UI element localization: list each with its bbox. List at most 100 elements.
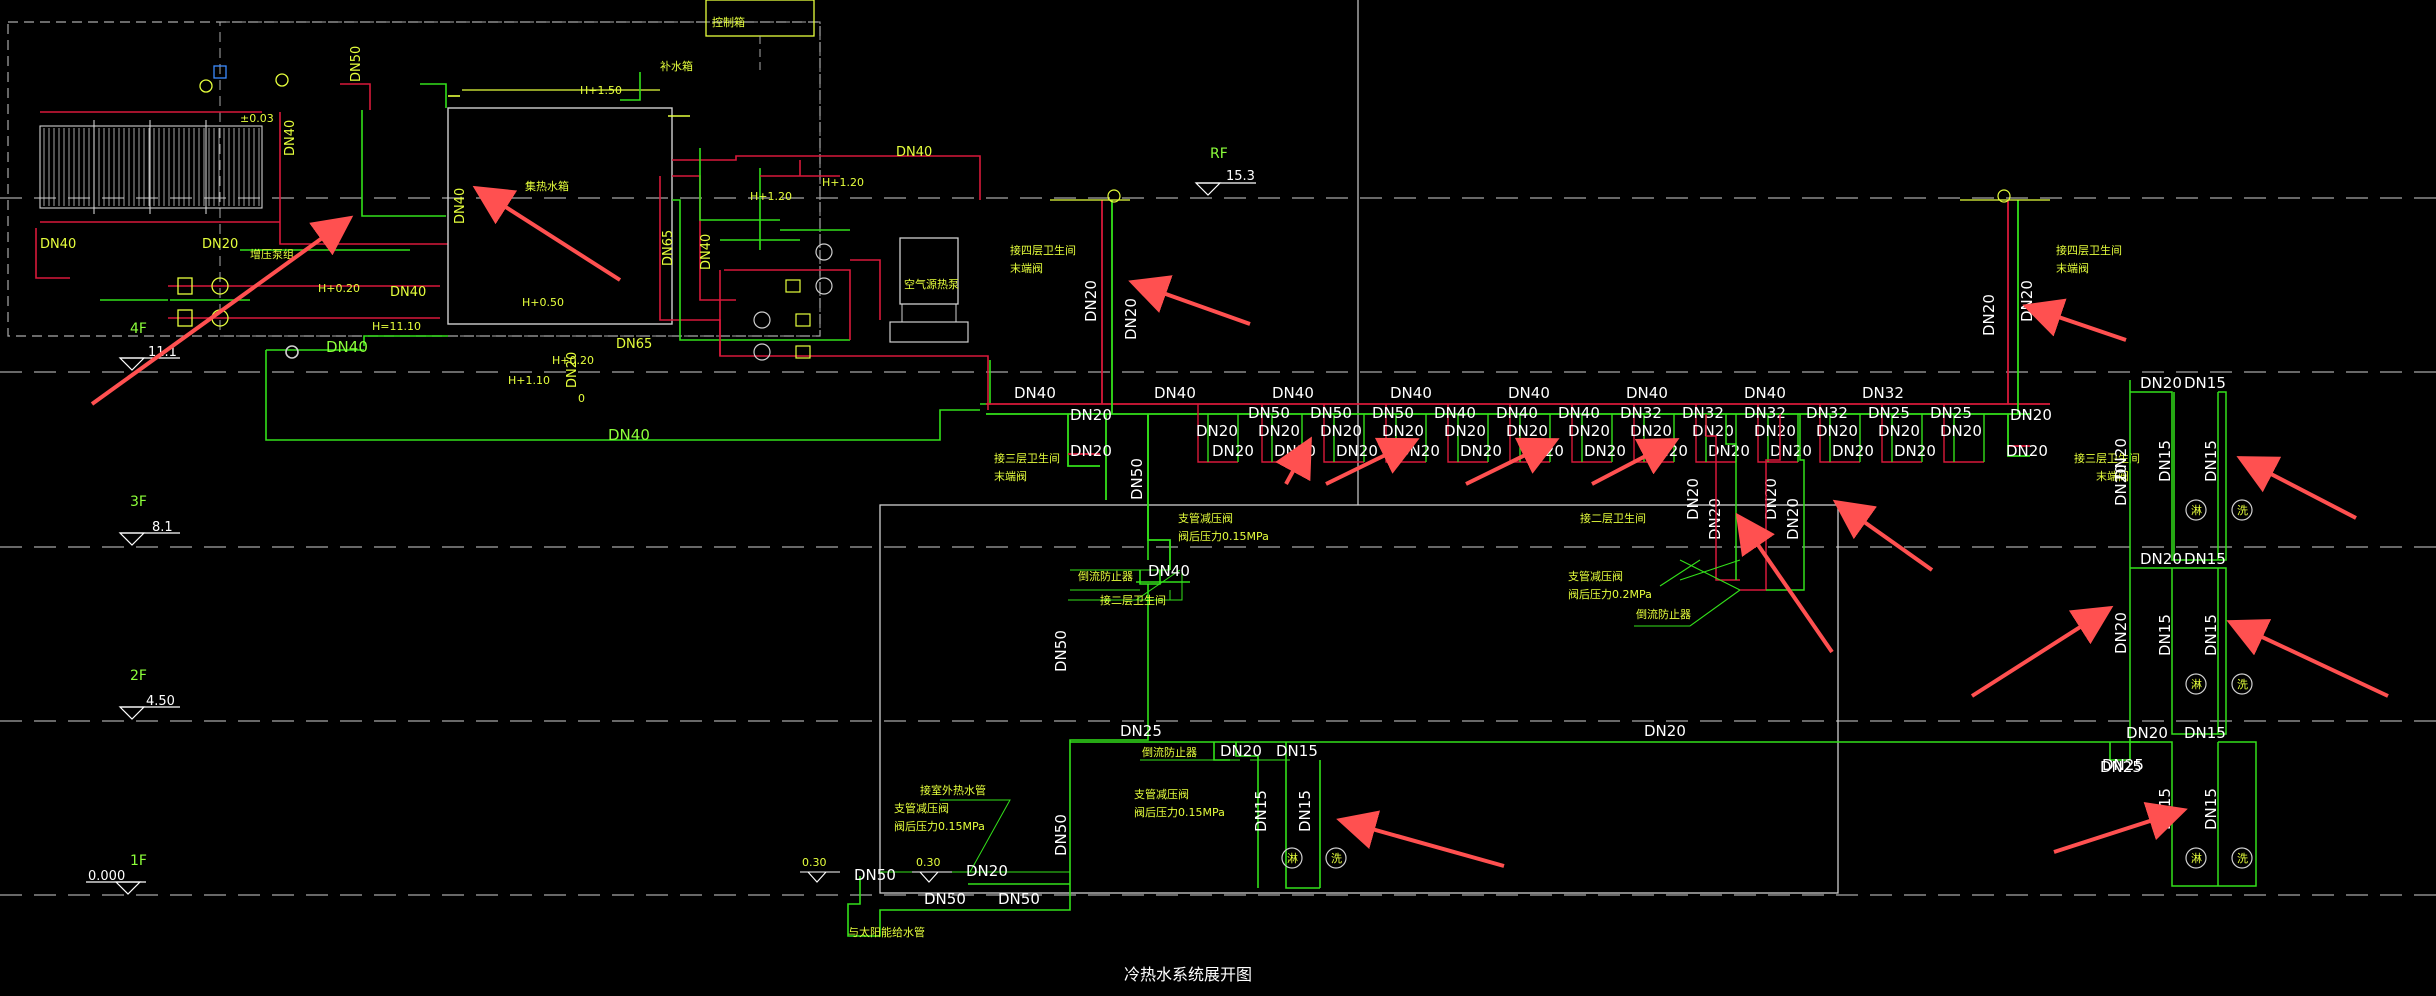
main-top-pipe-size-label: DN32 xyxy=(1862,384,1904,402)
branch-drop-hot xyxy=(1757,404,1798,463)
riser-dn25-1fc: DN25 xyxy=(1120,722,1162,740)
dn50-riser-group: DN50 DN40 支管减压阀 阀后压力0.15MPa 倒流防止器 接二层卫生间… xyxy=(1052,414,1269,900)
fixture-shower-2f: 淋 xyxy=(2191,678,2202,691)
level-elev-rf: 15.3 xyxy=(1226,169,1255,184)
pipe-dn65-b: DN65 xyxy=(661,230,676,266)
note-n1-bottom-0: 与太阳能给水管 xyxy=(848,925,925,939)
branch-drop-hot xyxy=(1943,404,1984,463)
fixture-basin-1f-mid: 洗 xyxy=(1331,852,1342,865)
note-n2-group-3: 接二层卫生间 xyxy=(1100,593,1166,607)
solar-water-tank: 集热水箱 xyxy=(447,89,673,325)
air-source-heat-pump: 空气源热泵 xyxy=(889,237,969,343)
main-pipe-size-label: DN40 xyxy=(1558,404,1600,422)
level-marker-1f: 1F 0.000 xyxy=(86,853,147,895)
level-elev-3f: 8.1 xyxy=(152,520,173,535)
riser-r3-left-b: DN20 xyxy=(1070,442,1112,460)
branch-pipe-size-label: DN20 xyxy=(1630,422,1672,440)
main-pipe-size-label: DN32 xyxy=(1620,404,1662,422)
branch-pipe-size-label: DN20 xyxy=(1816,422,1858,440)
fixture-symbols xyxy=(1281,499,2253,869)
pipe-dn40-v2: DN40 xyxy=(453,188,468,224)
lower-floors-frame xyxy=(879,504,1839,894)
branch-pipe-size-label-low: DN20 xyxy=(1212,442,1254,460)
main-pipe-size-label: DN50 xyxy=(1310,404,1352,422)
fixture-shower-1f: 淋 xyxy=(2191,852,2202,865)
riser-dn15-1fv1: DN15 xyxy=(1252,790,1270,832)
riser-r3-mid-c: DN20 xyxy=(1762,478,1780,520)
riser-dn25-1f: DN25 xyxy=(2100,758,2142,776)
basin-fixture-icon xyxy=(2231,499,2253,521)
fixture-shower-1f-mid: 淋 xyxy=(1287,852,1298,865)
level-name-2f: 2F xyxy=(130,668,147,684)
riser-r3-mid-a: DN20 xyxy=(1684,478,1702,520)
height-h050: H+0.50 xyxy=(522,296,564,309)
riser-r4-right-a: DN20 xyxy=(1980,294,1998,336)
note-n1-left-0: 接室外热水管 xyxy=(920,783,986,797)
level-name-1f: 1F xyxy=(130,853,147,869)
riser-dn50-3: DN50 xyxy=(1052,814,1070,856)
main-distribution xyxy=(986,200,2050,570)
height-annotations: H+1.50 H+1.20 H+1.20 H+0.20 H+0.50 H+1.1… xyxy=(240,84,941,869)
riser-dn50: DN50 xyxy=(1128,458,1146,500)
riser-dn50-1fa: DN50 xyxy=(854,866,896,884)
booster-label: 增压泵组 xyxy=(250,247,294,261)
pipe-dn40-c: DN40 xyxy=(1014,384,1056,402)
branch-drop-hot xyxy=(1819,404,1860,463)
note-n1-group-2: 阀后压力0.15MPa xyxy=(1134,805,1225,819)
level-marker-2f: 2F 4.50 xyxy=(118,668,180,720)
riser-r4-right-b: DN20 xyxy=(2018,280,2036,322)
note-n3-right-1: 末端阀 xyxy=(2096,469,2129,483)
main-top-pipe-size-label: DN40 xyxy=(1508,384,1550,402)
note-n2-right-1: 支管减压阀 xyxy=(1568,569,1623,583)
riser-dn20-right-b: DN20 xyxy=(2112,612,2130,654)
note-n2-group-0: 支管减压阀 xyxy=(1178,511,1233,525)
riser-dn15-f: DN15 xyxy=(2156,614,2174,656)
riser-r4-left-a: DN20 xyxy=(1082,280,1100,322)
branch-pipe-size-label-low: DN20 xyxy=(1336,442,1378,460)
riser-labels-4f: DN20 DN20 DN20 DN20 接四层卫生间 末端阀 接四层卫生间 末端… xyxy=(1010,189,2122,340)
riser-r3-left-a: DN20 xyxy=(1070,406,1112,424)
riser-dn15-b: DN15 xyxy=(2184,550,2226,568)
fixture-basin-1f: 洗 xyxy=(2237,852,2248,865)
pipe-dn40-b: DN40 xyxy=(896,145,932,160)
branch-pipe-size-label: DN20 xyxy=(1258,422,1300,440)
shower-fixture-icon xyxy=(1281,847,1303,869)
pipe-dn20-left: DN20 xyxy=(202,237,238,252)
note-n3-right-0: 接三层卫生间 xyxy=(2074,451,2140,465)
pipe-dn40-v3: DN40 xyxy=(699,234,714,270)
branch-pipe-size-label: DN20 xyxy=(1940,422,1982,440)
riser-dn20-1fm: DN20 xyxy=(1220,742,1262,760)
right-fixture-column: 淋 洗 淋 洗 淋 洗 淋 洗 DN20 DN15 DN20 DN15 DN20… xyxy=(1281,374,2257,887)
riser-dn15-i: DN15 xyxy=(2202,788,2220,830)
branch-drop-hot xyxy=(1197,404,1238,463)
main-pipe-size-label: DN32 xyxy=(1806,404,1848,422)
branch-pipe-size-label-low: DN20 xyxy=(1584,442,1626,460)
branch-pipe-size-label: DN20 xyxy=(1568,422,1610,440)
level-elev-1f: 0.000 xyxy=(88,869,125,884)
riser-dn15-1fm: DN15 xyxy=(1276,742,1318,760)
branch-drop-hot xyxy=(1323,404,1364,463)
fixture-shower-3f: 淋 xyxy=(2191,504,2202,517)
basin-fixture-icon xyxy=(1325,847,1347,869)
fixture-basin-2f: 洗 xyxy=(2237,678,2248,691)
height-d030b: 0.30 xyxy=(916,856,941,869)
height-h110b: H=11.10 xyxy=(372,320,421,333)
main-pipe-size-label: DN40 xyxy=(1434,404,1476,422)
level-1-distribution: DN25 倒流防止器 DN20 DN15 支管减压阀 阀后压力0.15MPa D… xyxy=(800,722,2142,939)
branch-pipe-size-label: DN20 xyxy=(1320,422,1362,440)
pipe-dn40-v1: DN40 xyxy=(283,120,298,156)
branch-pipe-size-label-low: DN20 xyxy=(1460,442,1502,460)
level-name-rf: RF xyxy=(1210,146,1228,162)
main-pipe-size-label: DN50 xyxy=(1372,404,1414,422)
height-h020b: H+0.20 xyxy=(552,354,594,367)
right-column-labels: DN20 DN15 DN20 DN15 DN20 DN15 DN15 DN15 … xyxy=(2102,374,2226,830)
branch-pipe-size-label-low: DN20 xyxy=(1770,442,1812,460)
main-top-pipe-size-label: DN40 xyxy=(1390,384,1432,402)
riser-dn15-1fv2: DN15 xyxy=(1296,790,1314,832)
pipe-dn40-ret: DN40 xyxy=(608,426,650,444)
branch-pipe-size-label-low: DN20 xyxy=(1708,442,1750,460)
branch-pipe-size-label: DN20 xyxy=(1506,422,1548,440)
main-top-pipe-size-label: DN40 xyxy=(1154,384,1196,402)
shower-fixture-icon xyxy=(2185,499,2207,521)
